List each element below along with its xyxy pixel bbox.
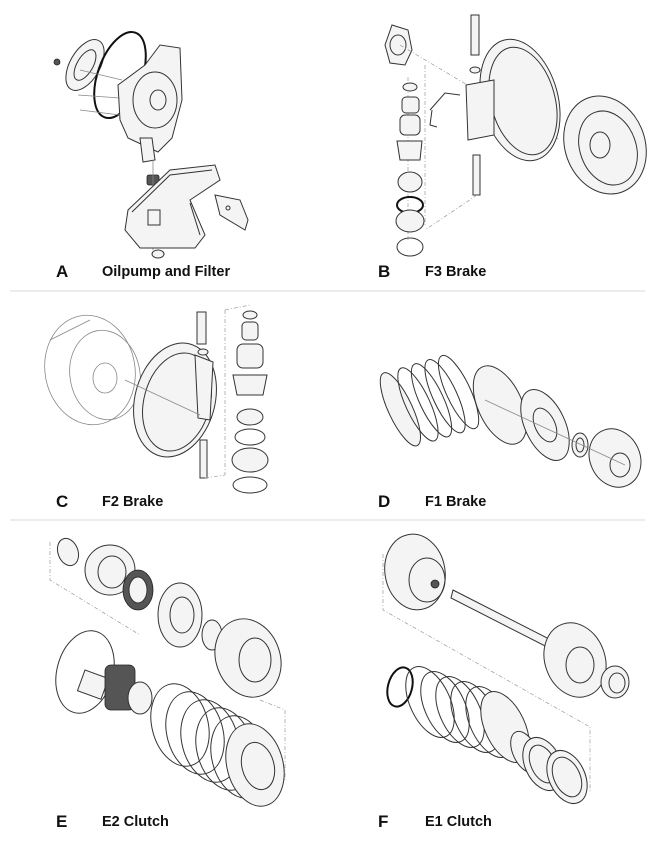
f3-brake-illustration xyxy=(384,14,647,257)
panel-title-b: F3 Brake xyxy=(425,264,487,280)
panel-letter-c: C xyxy=(56,492,69,511)
oilpump-filter-illustration xyxy=(53,31,249,259)
e1-clutch-illustration xyxy=(382,533,630,804)
panel-letter-e: E xyxy=(56,812,68,831)
f2-brake-illustration xyxy=(44,304,269,494)
panel-oilpump-filter xyxy=(40,20,310,260)
panel-e2-clutch xyxy=(40,530,315,807)
panel-letter-d: D xyxy=(378,492,391,511)
panel-letter-a: A xyxy=(56,262,69,281)
panel-title-f: E1 Clutch xyxy=(425,814,492,830)
panel-f1-brake xyxy=(375,320,645,490)
panel-title-d: F1 Brake xyxy=(425,494,487,510)
panel-f3-brake xyxy=(370,14,650,260)
section-divider xyxy=(10,290,645,292)
panel-title-e: E2 Clutch xyxy=(102,814,169,830)
panel-e1-clutch xyxy=(375,532,650,807)
f1-brake-illustration xyxy=(379,354,642,488)
e2-clutch-illustration xyxy=(49,537,286,807)
panel-title-a: Oilpump and Filter xyxy=(102,264,231,280)
panel-title-c: F2 Brake xyxy=(102,494,164,510)
panel-f2-brake xyxy=(35,300,320,494)
section-divider xyxy=(10,519,645,521)
panel-letter-f: F xyxy=(378,812,389,831)
panel-letter-b: B xyxy=(378,262,391,281)
